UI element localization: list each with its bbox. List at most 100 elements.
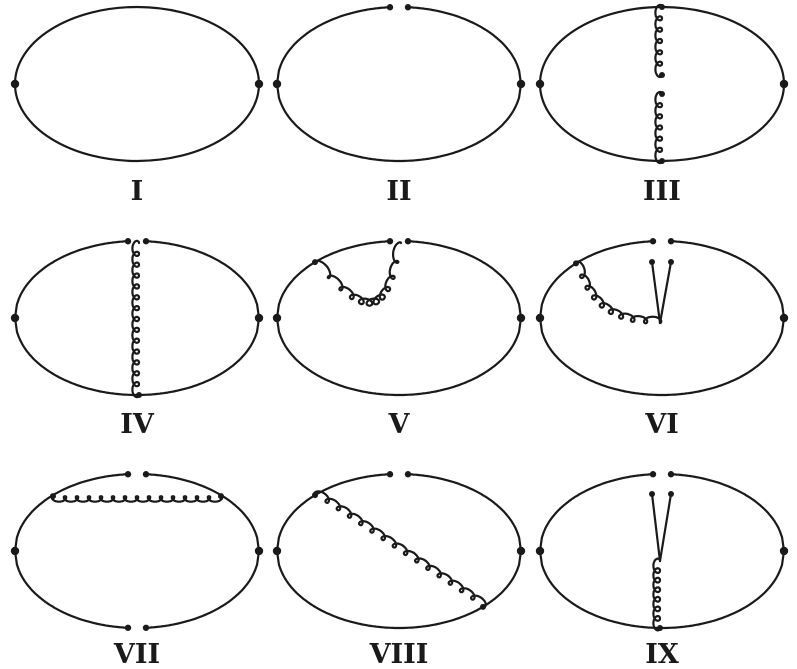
vertex-dot [404,4,412,11]
fermion-arc-bottom-left [275,549,401,630]
vertex-dot [386,238,394,245]
gluon-line [652,557,662,632]
vertex-dot [659,158,665,164]
fermion-arc-top-right [669,240,786,320]
fermion-arc-bottom-left [275,316,401,397]
vertex-dot [668,491,674,497]
vertex-dot [480,603,486,610]
fermion-arc-top-left [13,240,130,320]
label-vii: VII [113,639,160,669]
fermion-arc-top-left [538,240,655,320]
gluon-line [654,90,664,165]
vertex-dot [649,259,655,265]
vertex-dot [124,238,132,245]
quark-line [650,260,662,325]
vertex-dot [516,313,526,323]
fermion-arc-bottom-left [275,82,401,163]
gluon-line [131,239,141,399]
fermion-arc-top-right [406,6,523,86]
vertex-dot [649,238,657,245]
vertex-dot [404,471,412,478]
fermion-arc-bottom-right [135,316,261,397]
vertex-dot [254,546,264,556]
label-vi: VI [644,409,679,440]
vertex-dot [667,471,675,478]
label-i: I [131,176,144,207]
vertex-dot [535,79,545,89]
label-v: V [388,409,411,440]
vertex-dot [254,313,264,323]
diagram-viii [272,471,526,630]
diagram-ix [535,471,789,632]
vertex-dot [142,471,150,478]
label-iv: IV [120,409,155,440]
diagram-ii [272,4,526,163]
fermion-arc-top-right [406,473,523,553]
label-ix: IX [645,639,679,669]
vertex-dot [124,624,132,631]
fermion-arc-bottom-right [397,549,523,630]
fermion-arc-top-right [406,240,523,320]
vertex-dot [649,491,655,497]
diagram-iii [535,3,789,165]
vertex-dot [386,471,394,478]
vertex-dot [535,546,545,556]
vertex-dot [10,313,20,323]
fermion-arc-bottom-right [660,549,786,630]
vertex-dot [779,313,789,323]
fermion-arc-top-right [144,240,261,320]
vertex-dot [667,238,675,245]
vertex-dot [218,493,224,500]
quark-line [650,492,662,563]
vertex-dot [312,259,318,266]
quark-line [658,492,673,563]
gluon-line [313,241,403,307]
vertex-dot [386,4,394,11]
fermion-arc-top-right [144,473,261,553]
vertex-dot [535,313,545,323]
gluon-line [654,3,664,79]
fermion-arc-bottom-left [13,549,130,629]
diagram-iv [10,238,264,399]
vertex-dot [516,79,526,89]
vertex-dot [312,492,318,499]
vertex-dot [142,238,150,245]
vertex-dot [573,260,579,267]
vertex-dot [659,4,665,10]
quark-line [658,260,673,325]
fermion-arc-bottom-left [538,316,664,397]
fermion-arc-bottom-right [144,549,261,629]
label-ii: II [386,176,411,207]
vertex-dot [659,91,665,97]
fermion-arc-top-right [669,473,786,553]
gluon-line [574,260,663,325]
fermion-arc-top-left [538,473,655,553]
vertex-dot [516,546,526,556]
vertex-dot [10,79,20,89]
gluon-line [313,490,487,609]
fermion-arc-bottom-left [13,316,139,397]
diagram-v [272,238,526,397]
fermion-arc-bottom-right [397,82,523,163]
vertex-dot [659,72,665,78]
vertex-dot [272,79,282,89]
vertex-dot [649,471,657,478]
vertex-dot [779,546,789,556]
vertex-dot [142,624,150,631]
fermion-arc-top-left [275,473,392,553]
vertex-dot [50,493,56,500]
vertex-dot [668,259,674,265]
fermion-arc-top-left [275,6,392,86]
vertex-dot [657,625,663,631]
vertex-dot [254,79,264,89]
diagram-i [10,5,264,163]
gluon-line [50,495,224,503]
vertex-dot [272,313,282,323]
vertex-dot [10,546,20,556]
fermion-arc-bottom-right [397,316,523,397]
label-iii: III [643,176,681,207]
fermion-arc-bottom-left [538,549,664,630]
vertex-dot [272,546,282,556]
fermion-arc-top-left [13,473,130,553]
